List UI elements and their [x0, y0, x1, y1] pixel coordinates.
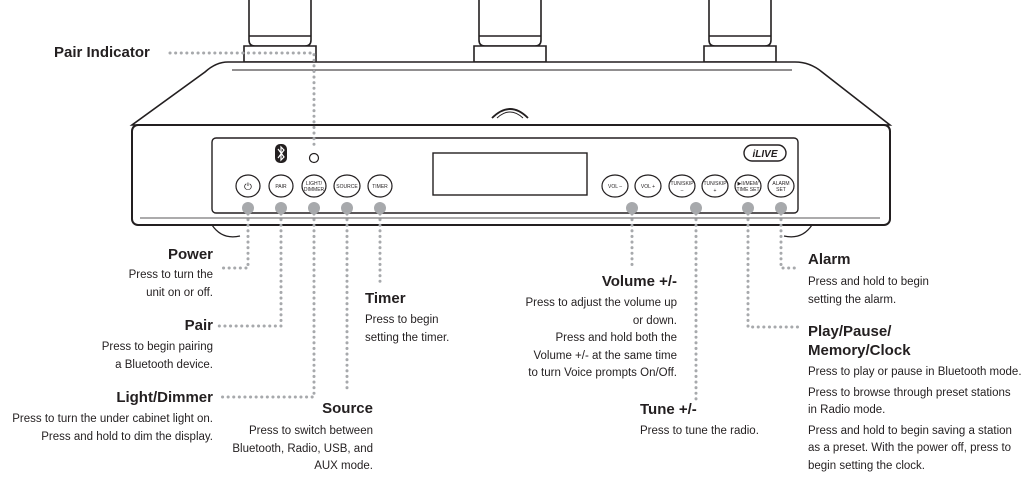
play-pause-desc: Press to play or pause in Bluetooth mode…: [808, 366, 1022, 472]
play-mem-label-2: TIME SET: [736, 187, 759, 193]
alarm-set-label-1: ALARM: [772, 181, 789, 187]
play-pause-title-1: Play/Pause/: [808, 323, 892, 340]
tun-skip-minus-button[interactable]: [668, 174, 696, 198]
alarm-desc: Press and hold to begin setting the alar…: [808, 276, 929, 306]
source-desc: Press to switch between Bluetooth, Radio…: [232, 425, 373, 472]
play-mem-label-1: ▶II/MEM/: [737, 181, 759, 187]
tune-desc: Press to tune the radio.: [640, 425, 759, 437]
pair-button-label: PAIR: [275, 184, 287, 190]
tun-skip-plus-label-1: TUN/SKIP: [703, 181, 727, 187]
tun-skip-minus-label-2: –: [681, 188, 684, 194]
knob-left: [248, 0, 312, 47]
tun-skip-plus-label-2: +: [714, 188, 717, 194]
timer-button-label: TIMER: [372, 184, 388, 190]
vol-minus-label: VOL –: [608, 184, 622, 190]
source-button[interactable]: [333, 174, 361, 198]
knob-right: [708, 0, 772, 47]
pair-indicator-led: [308, 152, 320, 164]
light-dimmer-label-1: LIGHT/: [306, 181, 323, 187]
light-dimmer-label-2: DIMMER: [304, 187, 325, 193]
volume-desc: Press to adjust the volume up or down. P…: [525, 297, 678, 379]
callout-dots: [242, 202, 787, 214]
knob-center: [478, 0, 542, 47]
vol-plus-label: VOL +: [641, 184, 655, 190]
handle-slot: [491, 108, 529, 119]
svg-text:iLIVE: iLIVE: [752, 149, 777, 160]
alarm-set-button[interactable]: [767, 174, 795, 198]
tun-skip-minus-label-1: TUN/SKIP: [670, 181, 694, 187]
power-button[interactable]: [235, 174, 261, 198]
light-dimmer-button[interactable]: [301, 174, 327, 198]
play-mem-button[interactable]: [734, 174, 762, 198]
timer-button[interactable]: [367, 174, 393, 198]
source-button-label: SOURCE: [336, 184, 358, 190]
timer-title: Timer: [365, 290, 406, 307]
pair-button[interactable]: [268, 174, 294, 198]
source-title: Source: [322, 400, 373, 417]
vol-minus-button[interactable]: [601, 174, 629, 198]
power-title: Power: [167, 246, 213, 263]
lcd-display: [432, 152, 588, 196]
timer-desc: Press to begin setting the timer.: [365, 314, 450, 344]
tune-title: Tune +/-: [640, 401, 697, 418]
power-symbol: ⏻: [244, 182, 252, 193]
power-desc: Press to turn the unit on or off.: [128, 269, 213, 299]
light-dimmer-desc: Press to turn the under cabinet light on…: [12, 413, 213, 443]
leader-lines: [168, 51, 800, 402]
device-top: [129, 61, 893, 126]
bluetooth-icon: [275, 144, 287, 163]
vol-plus-button[interactable]: [634, 174, 662, 198]
volume-title: Volume +/-: [601, 273, 677, 290]
top-knobs: [243, 0, 777, 63]
alarm-title: Alarm: [808, 251, 851, 268]
ilive-logo: iLIVE: [743, 144, 787, 162]
tun-skip-plus-button[interactable]: [701, 174, 729, 198]
pair-title: Pair: [184, 317, 213, 334]
play-pause-title-2: Memory/Clock: [808, 342, 911, 359]
light-dimmer-title: Light/Dimmer: [116, 389, 213, 406]
alarm-set-label-2: SET: [776, 187, 786, 193]
pair-indicator-title: Pair Indicator: [54, 44, 150, 61]
pair-desc: Press to begin pairing a Bluetooth devic…: [101, 341, 213, 371]
